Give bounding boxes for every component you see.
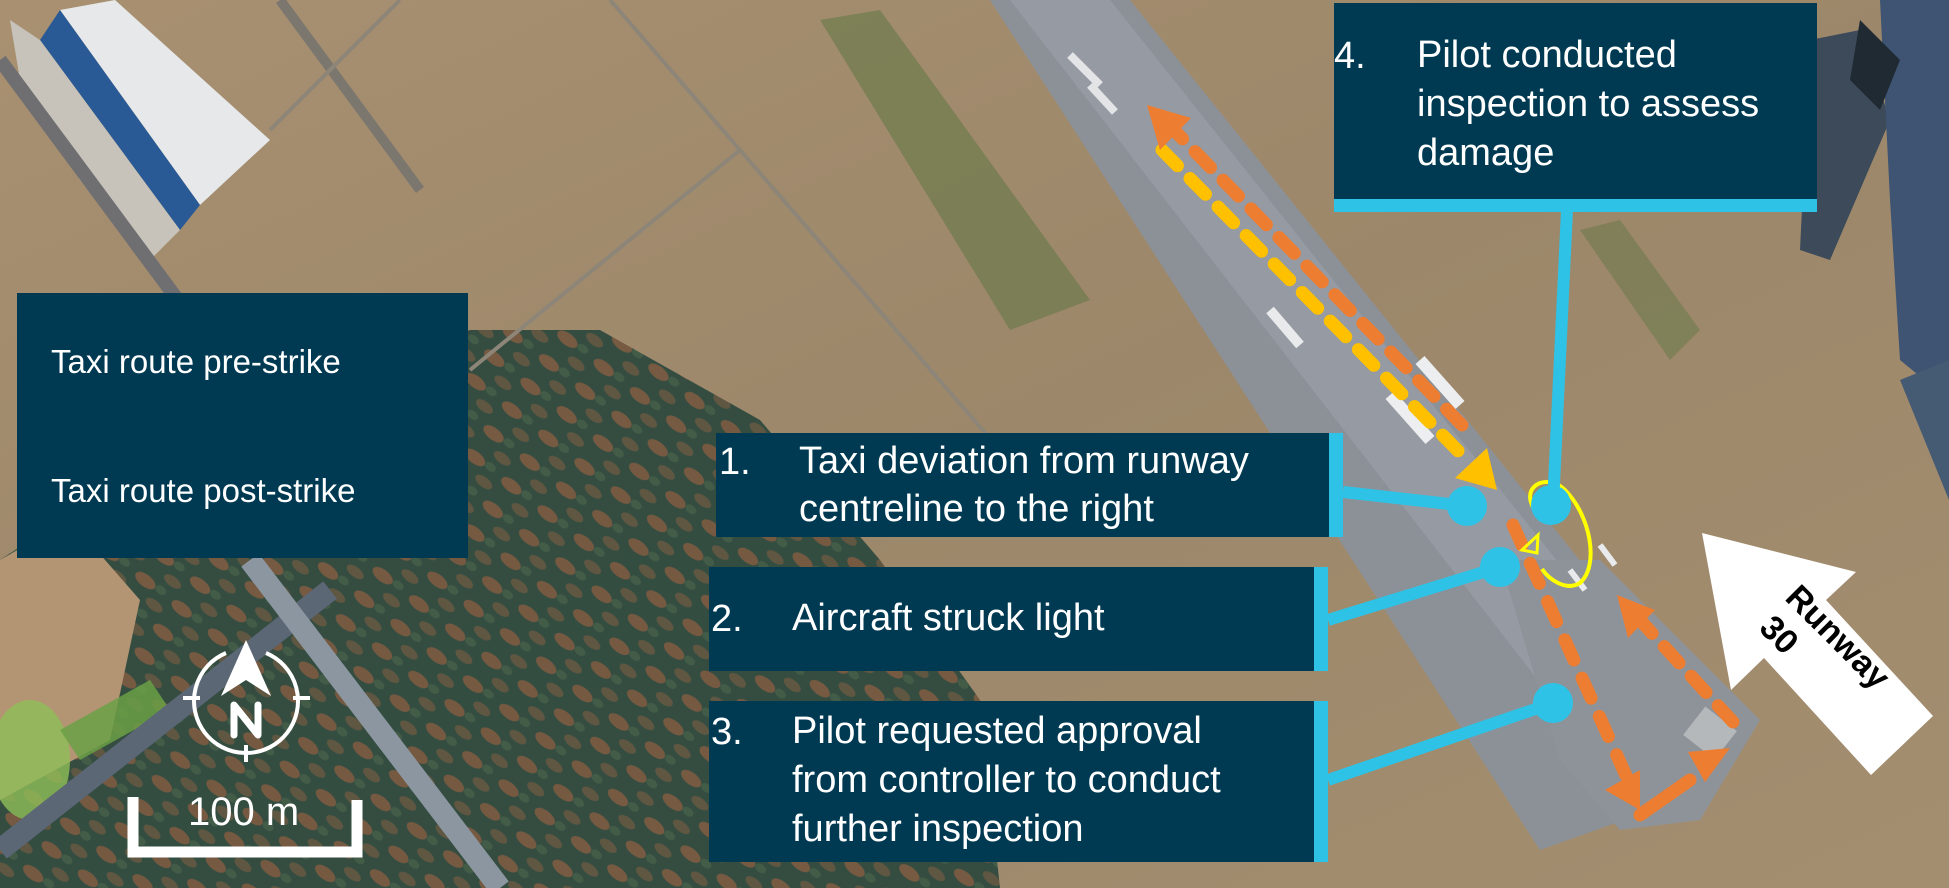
callout-1-line-1: Taxi deviation from runway bbox=[799, 440, 1249, 482]
legend-label-pre-strike: Taxi route pre-strike bbox=[51, 343, 341, 380]
callout-3-number: 3. bbox=[711, 711, 743, 753]
callout-1: 1. Taxi deviation from runway centreline… bbox=[716, 433, 1329, 537]
callout-2-number: 2. bbox=[711, 598, 743, 640]
legend-label-post-strike: Taxi route post-strike bbox=[51, 472, 356, 509]
callout-1-line-2: centreline to the right bbox=[799, 488, 1154, 530]
callout-1-number: 1. bbox=[719, 441, 751, 483]
callout-4-number: 4. bbox=[1334, 35, 1366, 77]
callout-2: 2. Aircraft struck light bbox=[709, 567, 1314, 671]
callout-4-accent-bar bbox=[1334, 199, 1817, 212]
callout-2-line-1: Aircraft struck light bbox=[792, 597, 1105, 639]
legend bbox=[17, 293, 468, 558]
callout-4-line-1: Pilot conducted bbox=[1417, 34, 1677, 76]
callout-1-accent-bar bbox=[1329, 433, 1343, 537]
callout-4: 4. Pilot conducted inspection to assess … bbox=[1334, 3, 1817, 200]
callout-4-line-3: damage bbox=[1417, 132, 1555, 174]
scale-bar-label: 100 m bbox=[188, 790, 300, 834]
callout-3-line-3: further inspection bbox=[792, 808, 1084, 850]
callout-3: 3. Pilot requested approval from control… bbox=[709, 701, 1314, 862]
callout-2-accent-bar bbox=[1314, 567, 1328, 671]
callout-4-line-2: inspection to assess bbox=[1417, 83, 1760, 125]
callout-3-line-1: Pilot requested approval bbox=[792, 710, 1202, 752]
callout-3-line-2: from controller to conduct bbox=[792, 759, 1221, 801]
callout-3-accent-bar bbox=[1314, 701, 1328, 862]
